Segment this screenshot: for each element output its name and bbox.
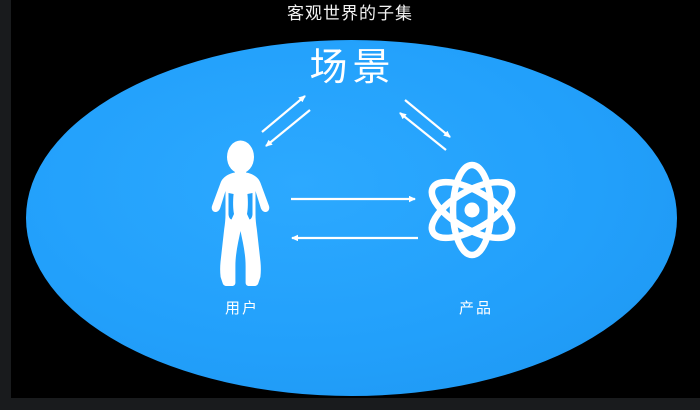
arrow-scene-to-product bbox=[404, 99, 451, 138]
person-standing-icon bbox=[211, 140, 270, 286]
arrow-scene-to-user bbox=[265, 109, 311, 147]
scene-ellipse bbox=[26, 40, 677, 396]
left-gutter bbox=[0, 0, 11, 410]
entity-label-user: 用户 bbox=[224, 300, 259, 317]
page-title: 客观世界的子集 bbox=[287, 4, 413, 23]
bottom-gutter bbox=[0, 398, 700, 410]
entity-label-product: 产品 bbox=[458, 300, 493, 317]
atom-icon bbox=[428, 161, 516, 259]
scene-label: 场景 bbox=[309, 47, 396, 89]
arrow-product-to-scene bbox=[399, 112, 447, 151]
arrow-user-to-scene bbox=[261, 95, 306, 133]
